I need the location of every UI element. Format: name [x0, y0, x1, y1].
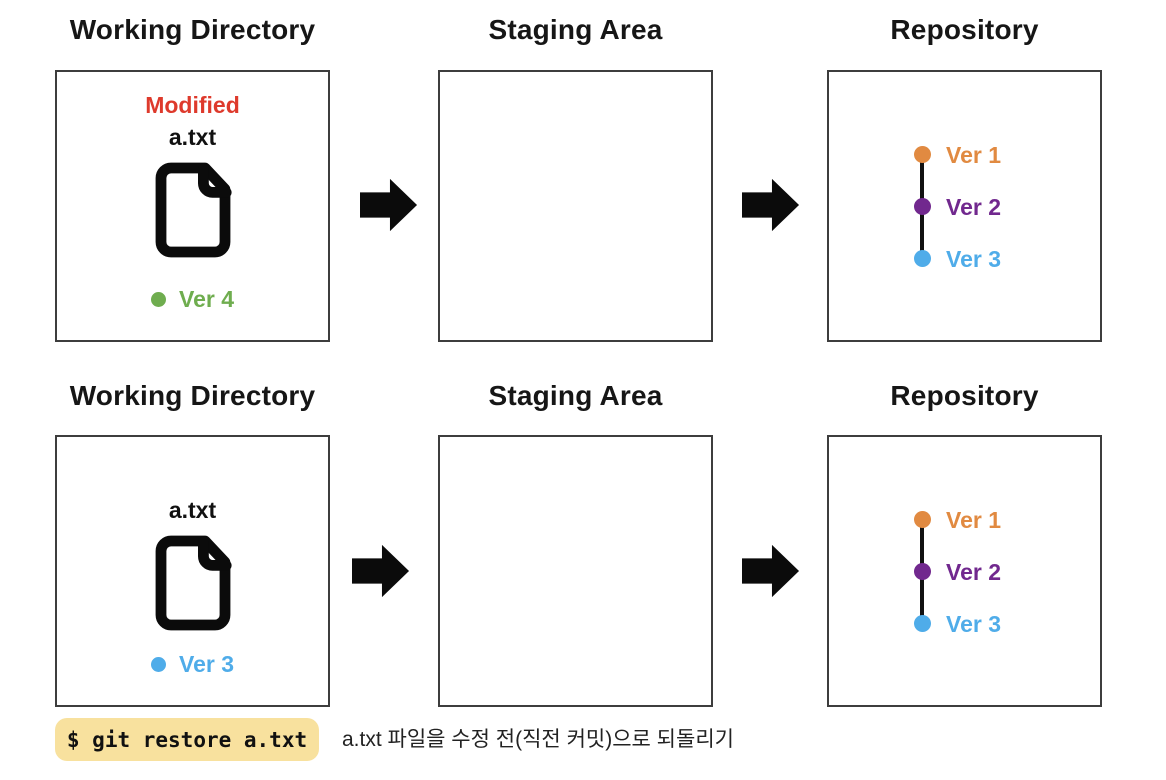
commit-dot [914, 250, 931, 267]
commit-label: Ver 3 [946, 246, 1001, 272]
working-version-row: Ver 3 [57, 649, 328, 679]
commit-dot [914, 146, 931, 163]
commit-dot [914, 563, 931, 580]
repository-panel: Ver 1 Ver 2 Ver 3 [827, 70, 1102, 342]
block-arrow-icon [742, 177, 800, 233]
git-command-snippet: $ git restore a.txt [55, 718, 319, 761]
version-dot [151, 291, 166, 307]
working-version-row: Ver 4 [57, 284, 328, 314]
staging-area-title: Staging Area [488, 380, 663, 411]
staging-area-panel [438, 70, 713, 342]
commit-label: Ver 1 [946, 507, 1001, 533]
repository-panel: Ver 1 Ver 2 Ver 3 [827, 435, 1102, 707]
commit-label: Ver 1 [946, 142, 1001, 168]
document-icon [145, 158, 241, 267]
staging-area-panel [438, 435, 713, 707]
commit-label: Ver 3 [946, 611, 1001, 637]
working-directory-title: Working Directory [69, 14, 316, 45]
version-label: Ver 4 [179, 285, 234, 312]
staging-area-title: Staging Area [488, 14, 663, 45]
modified-status-label: Modified [145, 92, 240, 118]
working-directory-title: Working Directory [69, 380, 316, 411]
commit-dot [914, 511, 931, 528]
commit-dot [914, 615, 931, 632]
repository-title: Repository [890, 380, 1039, 411]
document-icon [145, 531, 241, 640]
commit-dot [914, 198, 931, 215]
commit-label: Ver 2 [946, 194, 1001, 220]
commit-label: Ver 2 [946, 559, 1001, 585]
working-directory-panel: a.txt Ver 3 [55, 435, 330, 707]
block-arrow-icon [360, 177, 418, 233]
version-dot [151, 656, 166, 672]
working-directory-panel: Modified a.txt Ver 4 [55, 70, 330, 342]
file-name-label: a.txt [168, 497, 217, 523]
commit-graph: Ver 1 Ver 2 Ver 3 [829, 72, 1100, 340]
commit-graph: Ver 1 Ver 2 Ver 3 [829, 437, 1100, 705]
block-arrow-icon [352, 543, 410, 599]
block-arrow-icon [742, 543, 800, 599]
repository-title: Repository [890, 14, 1039, 45]
version-label: Ver 3 [179, 650, 234, 677]
diagram-caption: a.txt 파일을 수정 전(직전 커밋)으로 되돌리기 [342, 728, 734, 751]
file-name-label: a.txt [168, 124, 217, 150]
